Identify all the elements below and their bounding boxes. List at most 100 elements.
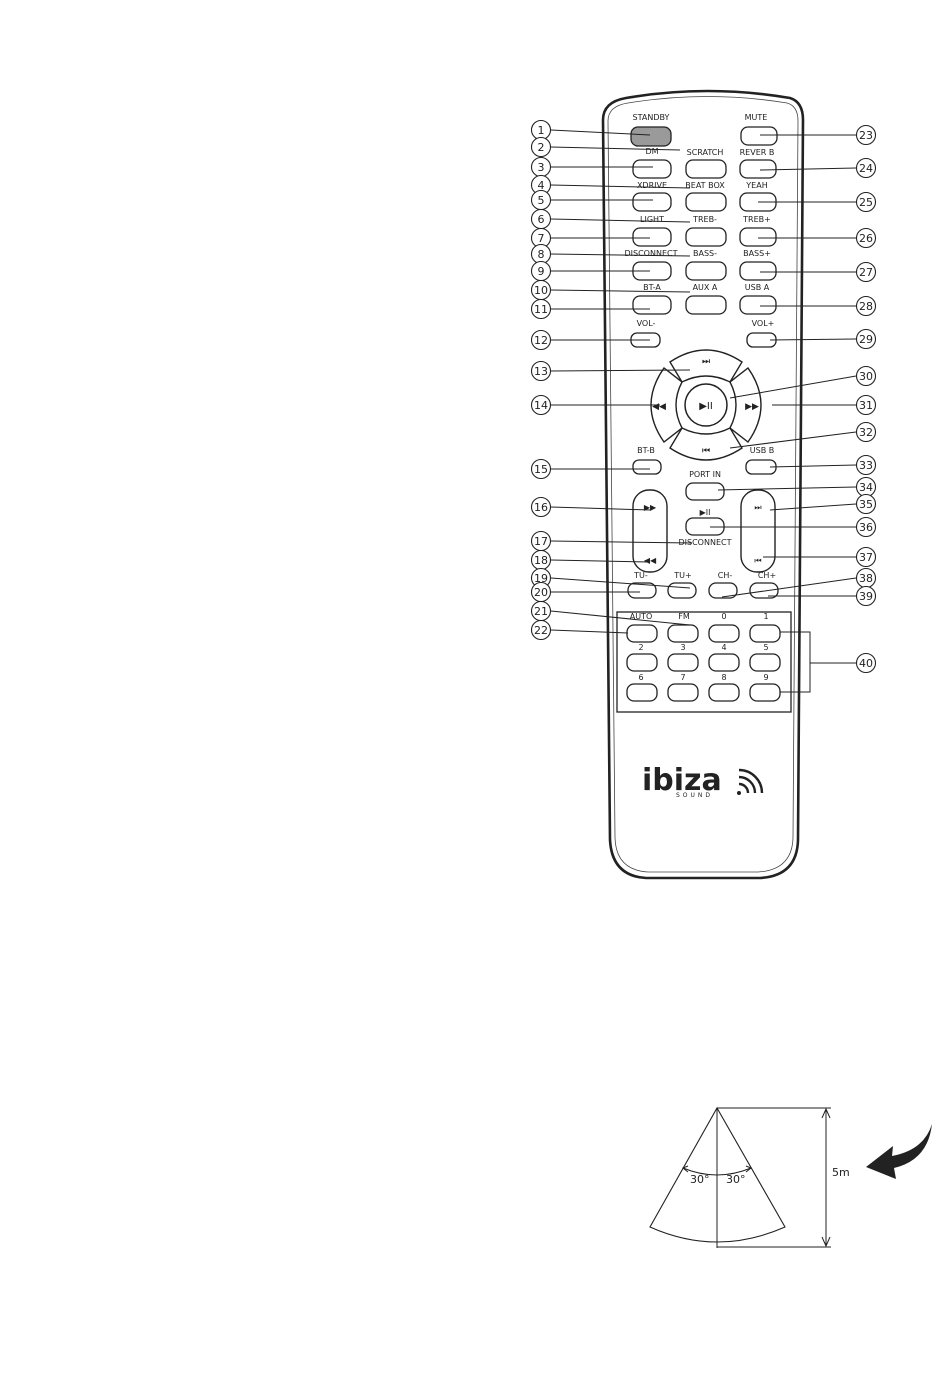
nav-up-button[interactable]: ⏭	[669, 349, 743, 383]
nav-down-button[interactable]: ⏮	[669, 427, 743, 461]
callout-39: 39	[768, 585, 877, 607]
button-label: USB B	[750, 446, 774, 455]
auto-button[interactable]: AUTO	[626, 612, 658, 643]
callout-11: 11	[530, 298, 650, 320]
callout-23: 23	[760, 124, 877, 146]
bt-b-button[interactable]: BT-B	[632, 446, 662, 475]
button-shape	[739, 159, 777, 179]
remote-inner-outline	[607, 96, 799, 873]
callout-25: 25	[758, 191, 877, 213]
nav-segment-shape	[650, 366, 683, 444]
callout-number: 40	[859, 657, 873, 670]
callout-circle	[855, 585, 877, 607]
callout-circle	[855, 454, 877, 476]
n3-button[interactable]: 3	[667, 643, 699, 672]
button-label: AUTO	[630, 612, 653, 621]
bass-plus-button[interactable]: BASS+	[739, 249, 777, 281]
callout-leader	[729, 431, 857, 449]
treb-minus-button[interactable]: TREB-	[685, 215, 727, 247]
button-shape	[685, 159, 727, 179]
callout-17: 17	[530, 530, 693, 552]
callout-9: 9	[530, 260, 650, 282]
beatbox-button[interactable]: BEAT BOX	[685, 181, 727, 212]
treb-plus-button[interactable]: TREB+	[739, 215, 777, 247]
callout-14: 14	[530, 394, 660, 416]
callout-circle	[855, 365, 877, 387]
callout-leader	[550, 610, 691, 626]
disconnect-a-button[interactable]: DISCONNECT	[625, 249, 678, 281]
callout-labels: 1234567891011121314151617181920212223242…	[530, 119, 877, 693]
tu-minus-button[interactable]: TU-	[627, 571, 657, 599]
rocker-bottom-icon: ◀◀	[644, 556, 657, 565]
vol-minus-button[interactable]: VOL-	[630, 319, 661, 348]
button-label: BASS-	[693, 249, 717, 258]
button-shape	[685, 295, 727, 315]
usb-a-button[interactable]: USB A	[739, 283, 777, 315]
callout-10: 10	[530, 279, 691, 301]
angle-label-right: 30°	[726, 1173, 746, 1186]
button-label: 3	[680, 643, 685, 652]
xdrive-button[interactable]: XDRIVE	[632, 181, 672, 212]
brand-subtitle: SOUND	[676, 792, 713, 799]
callout-leader	[721, 577, 857, 598]
bass-minus-button[interactable]: BASS-	[685, 249, 727, 281]
scratch-button[interactable]: SCRATCH	[685, 148, 727, 179]
button-shape	[708, 624, 740, 643]
button-shape	[749, 624, 781, 643]
button-label: BASS+	[743, 249, 771, 258]
callout-leader	[550, 559, 651, 563]
callout-leader	[550, 184, 691, 189]
usb-b-button[interactable]: USB B	[745, 446, 777, 475]
n9-button[interactable]: 9	[749, 673, 781, 702]
button-shape	[632, 295, 672, 315]
callout-number: 13	[534, 365, 548, 378]
callout-leader	[769, 338, 857, 341]
n1-button[interactable]: 1	[749, 612, 781, 643]
left-rocker-button[interactable]: ▶▶◀◀	[632, 489, 668, 573]
n4-button[interactable]: 4	[708, 643, 740, 672]
ch-minus-button[interactable]: CH-	[708, 571, 738, 599]
rocker-bottom-icon: ⏮	[754, 556, 761, 565]
reverb-button[interactable]: REVER B	[739, 148, 777, 179]
rocker-shape	[740, 489, 776, 573]
remote-outline	[601, 89, 805, 880]
direction-arrow-icon	[866, 1124, 932, 1179]
callout-number: 14	[534, 399, 548, 412]
callout-28: 28	[760, 295, 877, 317]
vol-plus-button[interactable]: VOL+	[746, 319, 777, 348]
disconnect-b-button[interactable]: DISCONNECT	[679, 517, 732, 547]
ch-plus-button[interactable]: CH+	[749, 571, 779, 599]
callout-number: 1	[538, 124, 545, 137]
n7-button[interactable]: 7	[667, 673, 699, 702]
callout-15: 15	[530, 458, 650, 480]
yeah-button[interactable]: YEAH	[739, 181, 777, 212]
light-button[interactable]: LIGHT	[632, 215, 672, 247]
button-shape	[740, 126, 778, 146]
n2-button[interactable]: 2	[626, 643, 658, 672]
callout-circle	[855, 394, 877, 416]
mute-button[interactable]: MUTE	[740, 113, 778, 146]
play-pause-button[interactable]: ▶II	[684, 383, 728, 427]
callout-36: 36	[710, 516, 877, 538]
nav-segment-shape	[669, 349, 743, 383]
nav-left-button[interactable]: ◀◀	[650, 366, 683, 444]
port-in-button[interactable]: PORT IN	[685, 470, 725, 501]
navigation-pad: ⏭⏮◀◀▶▶▶II▶▶◀◀⏭⏮▶II	[632, 349, 776, 573]
callout-number: 30	[859, 370, 873, 383]
n5-button[interactable]: 5	[749, 643, 781, 672]
right-rocker-button[interactable]: ⏭⏮	[740, 489, 776, 573]
n0-button[interactable]: 0	[708, 612, 740, 643]
callout-24: 24	[759, 157, 877, 179]
center-button-shape	[684, 383, 728, 427]
callout-circle	[530, 394, 552, 416]
tu-plus-button[interactable]: TU+	[667, 571, 697, 599]
aux-a-button[interactable]: AUX A	[685, 283, 727, 315]
button-shape	[708, 653, 740, 672]
n8-button[interactable]: 8	[708, 673, 740, 702]
n6-button[interactable]: 6	[626, 673, 658, 702]
dm-button[interactable]: DM	[632, 147, 672, 179]
rocker-shape	[632, 489, 668, 573]
standby-button[interactable]: STANDBY	[630, 113, 672, 147]
nav-right-button[interactable]: ▶▶	[729, 366, 762, 444]
fm-button[interactable]: FM	[667, 612, 699, 643]
